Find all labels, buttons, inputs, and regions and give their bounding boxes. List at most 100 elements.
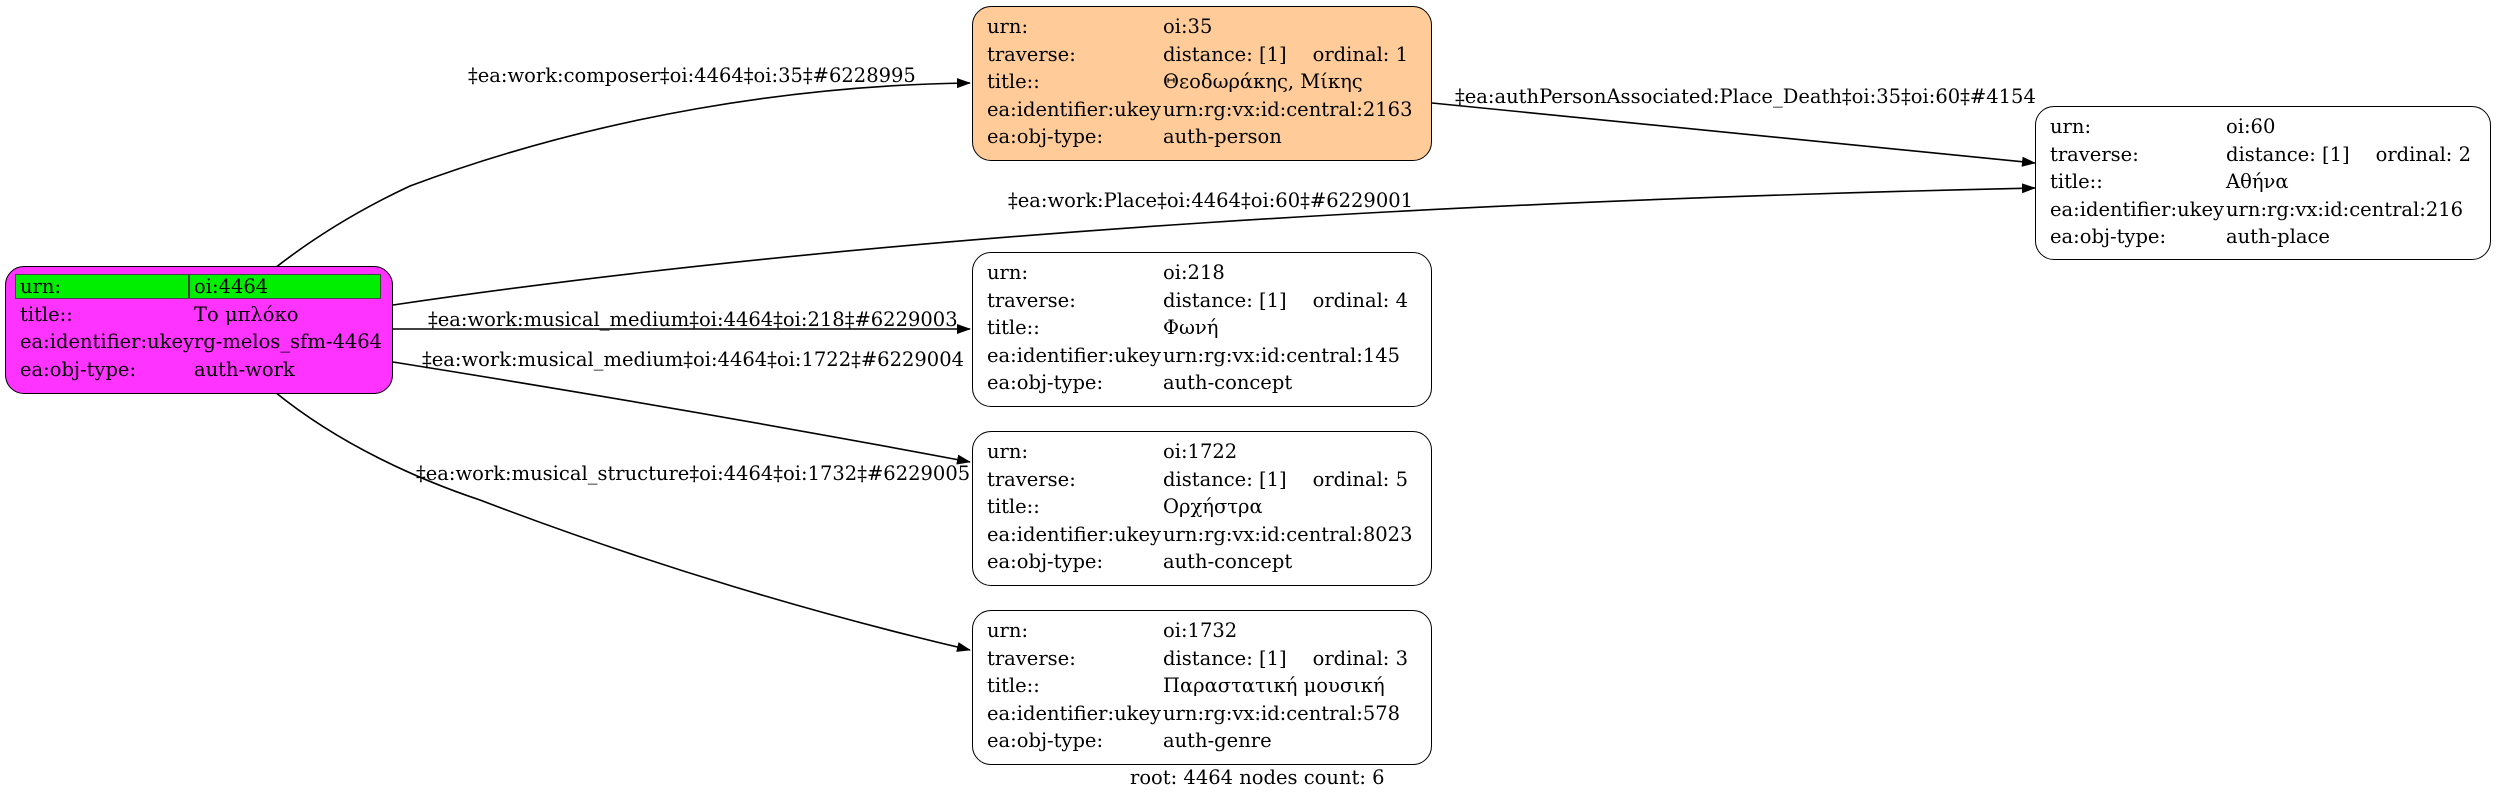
node-key: urn:	[987, 440, 1029, 463]
node-row-type: ea:obj-type: auth-person	[987, 123, 1431, 151]
node-value: auth-genre	[1163, 729, 1272, 752]
node-key: traverse:	[987, 646, 1076, 670]
node-row-type: ea:obj-type: auth-concept	[987, 548, 1431, 576]
node-value: auth-place	[2226, 225, 2330, 248]
node-row-traverse: traverse: distance: [1] ordinal: 5	[987, 466, 1431, 494]
node-row-title: title::Φωνή	[987, 314, 1431, 342]
node-key: ea:obj-type:	[987, 125, 1104, 148]
node-value: Το μπλόκο	[194, 302, 299, 326]
node-row-traverse: traverse: distance: [1] ordinal: 4	[987, 287, 1431, 315]
node-value: distance: [1]	[1163, 288, 1287, 312]
node-ordinal: ordinal: 3	[1312, 646, 1408, 670]
node-value: Παραστατική μουσική	[1163, 674, 1385, 697]
node-row-title: title::Θεοδωράκης, Μίκης	[987, 68, 1431, 96]
node-oi-218[interactable]: urn: oi:218 traverse: distance: [1] ordinal…	[972, 252, 1432, 407]
node-key: ea:obj-type:	[20, 357, 137, 381]
node-value: auth-concept	[1163, 371, 1293, 394]
node-row-title: title::Παραστατική μουσική	[987, 672, 1431, 700]
node-row-title: title:: Το μπλόκο	[20, 301, 392, 329]
node-row-type: ea:obj-type: auth-work	[20, 356, 392, 384]
edge-structure	[274, 391, 971, 652]
node-row-urn: urn:oi:35	[987, 13, 1431, 41]
node-row-traverse: traverse: distance: [1] ordinal: 1	[987, 41, 1431, 69]
node-value: urn:rg:vx:id:central:145	[1163, 343, 1401, 367]
node-oi-1732[interactable]: urn: oi:1732 traverse: distance: [1] ordina…	[972, 610, 1432, 765]
edge-label-medium-1722: ‡ea:work:musical_medium‡oi:4464‡oi:1722‡…	[422, 348, 964, 371]
node-value: auth-person	[1163, 125, 1282, 148]
node-key: ea:identifier:ukey	[987, 522, 1161, 546]
node-row-urn: urn:oi:1722	[987, 438, 1431, 466]
node-value: oi:1732	[1163, 619, 1238, 642]
node-value: Θεοδωράκης, Μίκης	[1163, 70, 1363, 93]
node-value: urn:rg:vx:id:central:8023	[1163, 522, 1413, 546]
node-oi-60[interactable]: urn: oi:60 traverse:distance: [1]ordinal:…	[2035, 106, 2491, 260]
edge-place	[392, 183, 2036, 306]
node-key: traverse:	[987, 42, 1076, 66]
edge-death	[1431, 102, 2036, 167]
node-key: title::	[987, 495, 1040, 518]
node-key: ea:identifier:ukey	[2050, 197, 2224, 221]
node-key: ea:obj-type:	[987, 729, 1104, 752]
node-value: distance: [1]	[1163, 646, 1287, 670]
node-ordinal: ordinal: 1	[1312, 42, 1408, 66]
node-key: ea:obj-type:	[2050, 225, 2167, 248]
node-value: oi:60	[2226, 115, 2276, 138]
node-key: ea:identifier:ukey	[20, 330, 194, 353]
node-row-title: title::Ορχήστρα	[987, 493, 1431, 521]
node-row-traverse: traverse: distance: [1] ordinal: 3	[987, 645, 1431, 673]
node-key: title::	[987, 316, 1040, 339]
node-row-type: ea:obj-type: auth-place	[2050, 223, 2490, 251]
node-value: Φωνή	[1163, 316, 1219, 339]
node-key: title::	[987, 674, 1040, 697]
node-row-traverse: traverse:distance: [1]ordinal: 2	[2050, 141, 2490, 169]
node-value: auth-work	[194, 357, 295, 381]
node-key: urn:	[15, 274, 189, 300]
node-key: ea:obj-type:	[987, 371, 1104, 394]
node-value: auth-concept	[1163, 550, 1293, 573]
graph-footer: root: 4464 nodes count: 6	[1130, 766, 1385, 789]
node-value: distance: [1]	[1163, 467, 1287, 491]
node-ordinal: ordinal: 4	[1312, 288, 1408, 312]
node-key: ea:identifier:ukey	[987, 97, 1161, 121]
node-ordinal: ordinal: 5	[1312, 467, 1408, 491]
node-value: oi:35	[1163, 15, 1213, 38]
node-key: title::	[20, 302, 73, 326]
node-key: title::	[987, 70, 1040, 93]
node-key: traverse:	[987, 467, 1076, 491]
node-key: traverse:	[2050, 142, 2139, 166]
node-row-type: ea:obj-type: auth-concept	[987, 369, 1431, 397]
node-ordinal: ordinal: 2	[2375, 142, 2471, 166]
edge-medium-1722	[392, 361, 971, 465]
node-key: urn:	[987, 261, 1029, 284]
node-oi-35[interactable]: urn:oi:35 traverse: distance: [1] ordinal:…	[972, 6, 1432, 161]
edge-label-structure: ‡ea:work:musical_structure‡oi:4464‡oi:17…	[416, 462, 970, 485]
node-value: urn:rg:vx:id:central:578	[1163, 701, 1401, 725]
node-value: oi:4464	[189, 274, 381, 300]
node-value: Ορχήστρα	[1163, 495, 1263, 518]
edge-label-death: ‡ea:authPersonAssociated:Place_Death‡oi:…	[1455, 85, 2036, 108]
node-row-urn: urn: oi:1732	[987, 617, 1431, 645]
node-oi-1722[interactable]: urn:oi:1722 traverse: distance: [1] ordina…	[972, 431, 1432, 586]
node-key: ea:obj-type:	[987, 550, 1104, 573]
node-row-ukey: ea:identifier:ukey rg-melos_sfm-4464	[20, 328, 392, 356]
node-value: rg-melos_sfm-4464	[194, 330, 383, 353]
node-key: urn:	[2050, 115, 2092, 138]
edge-label-medium-218: ‡ea:work:musical_medium‡oi:4464‡oi:218‡#…	[428, 308, 958, 331]
node-value: oi:218	[1163, 261, 1225, 284]
node-key: urn:	[987, 619, 1029, 642]
node-row-urn: urn: oi:4464	[15, 273, 392, 301]
node-value: distance: [1]	[1163, 42, 1287, 66]
node-key: traverse:	[987, 288, 1076, 312]
node-root-work[interactable]: urn: oi:4464 title:: Το μπλόκο ea:identi…	[5, 266, 393, 394]
node-row-type: ea:obj-type: auth-genre	[987, 727, 1431, 755]
node-key: ea:identifier:ukey	[987, 343, 1161, 367]
edge-composer	[274, 78, 971, 269]
node-row-urn: urn: oi:218	[987, 259, 1431, 287]
node-row-urn: urn: oi:60	[2050, 113, 2490, 141]
node-key: ea:identifier:ukey	[987, 701, 1161, 725]
edge-label-place: ‡ea:work:Place‡oi:4464‡oi:60‡#6229001	[1008, 189, 1413, 212]
